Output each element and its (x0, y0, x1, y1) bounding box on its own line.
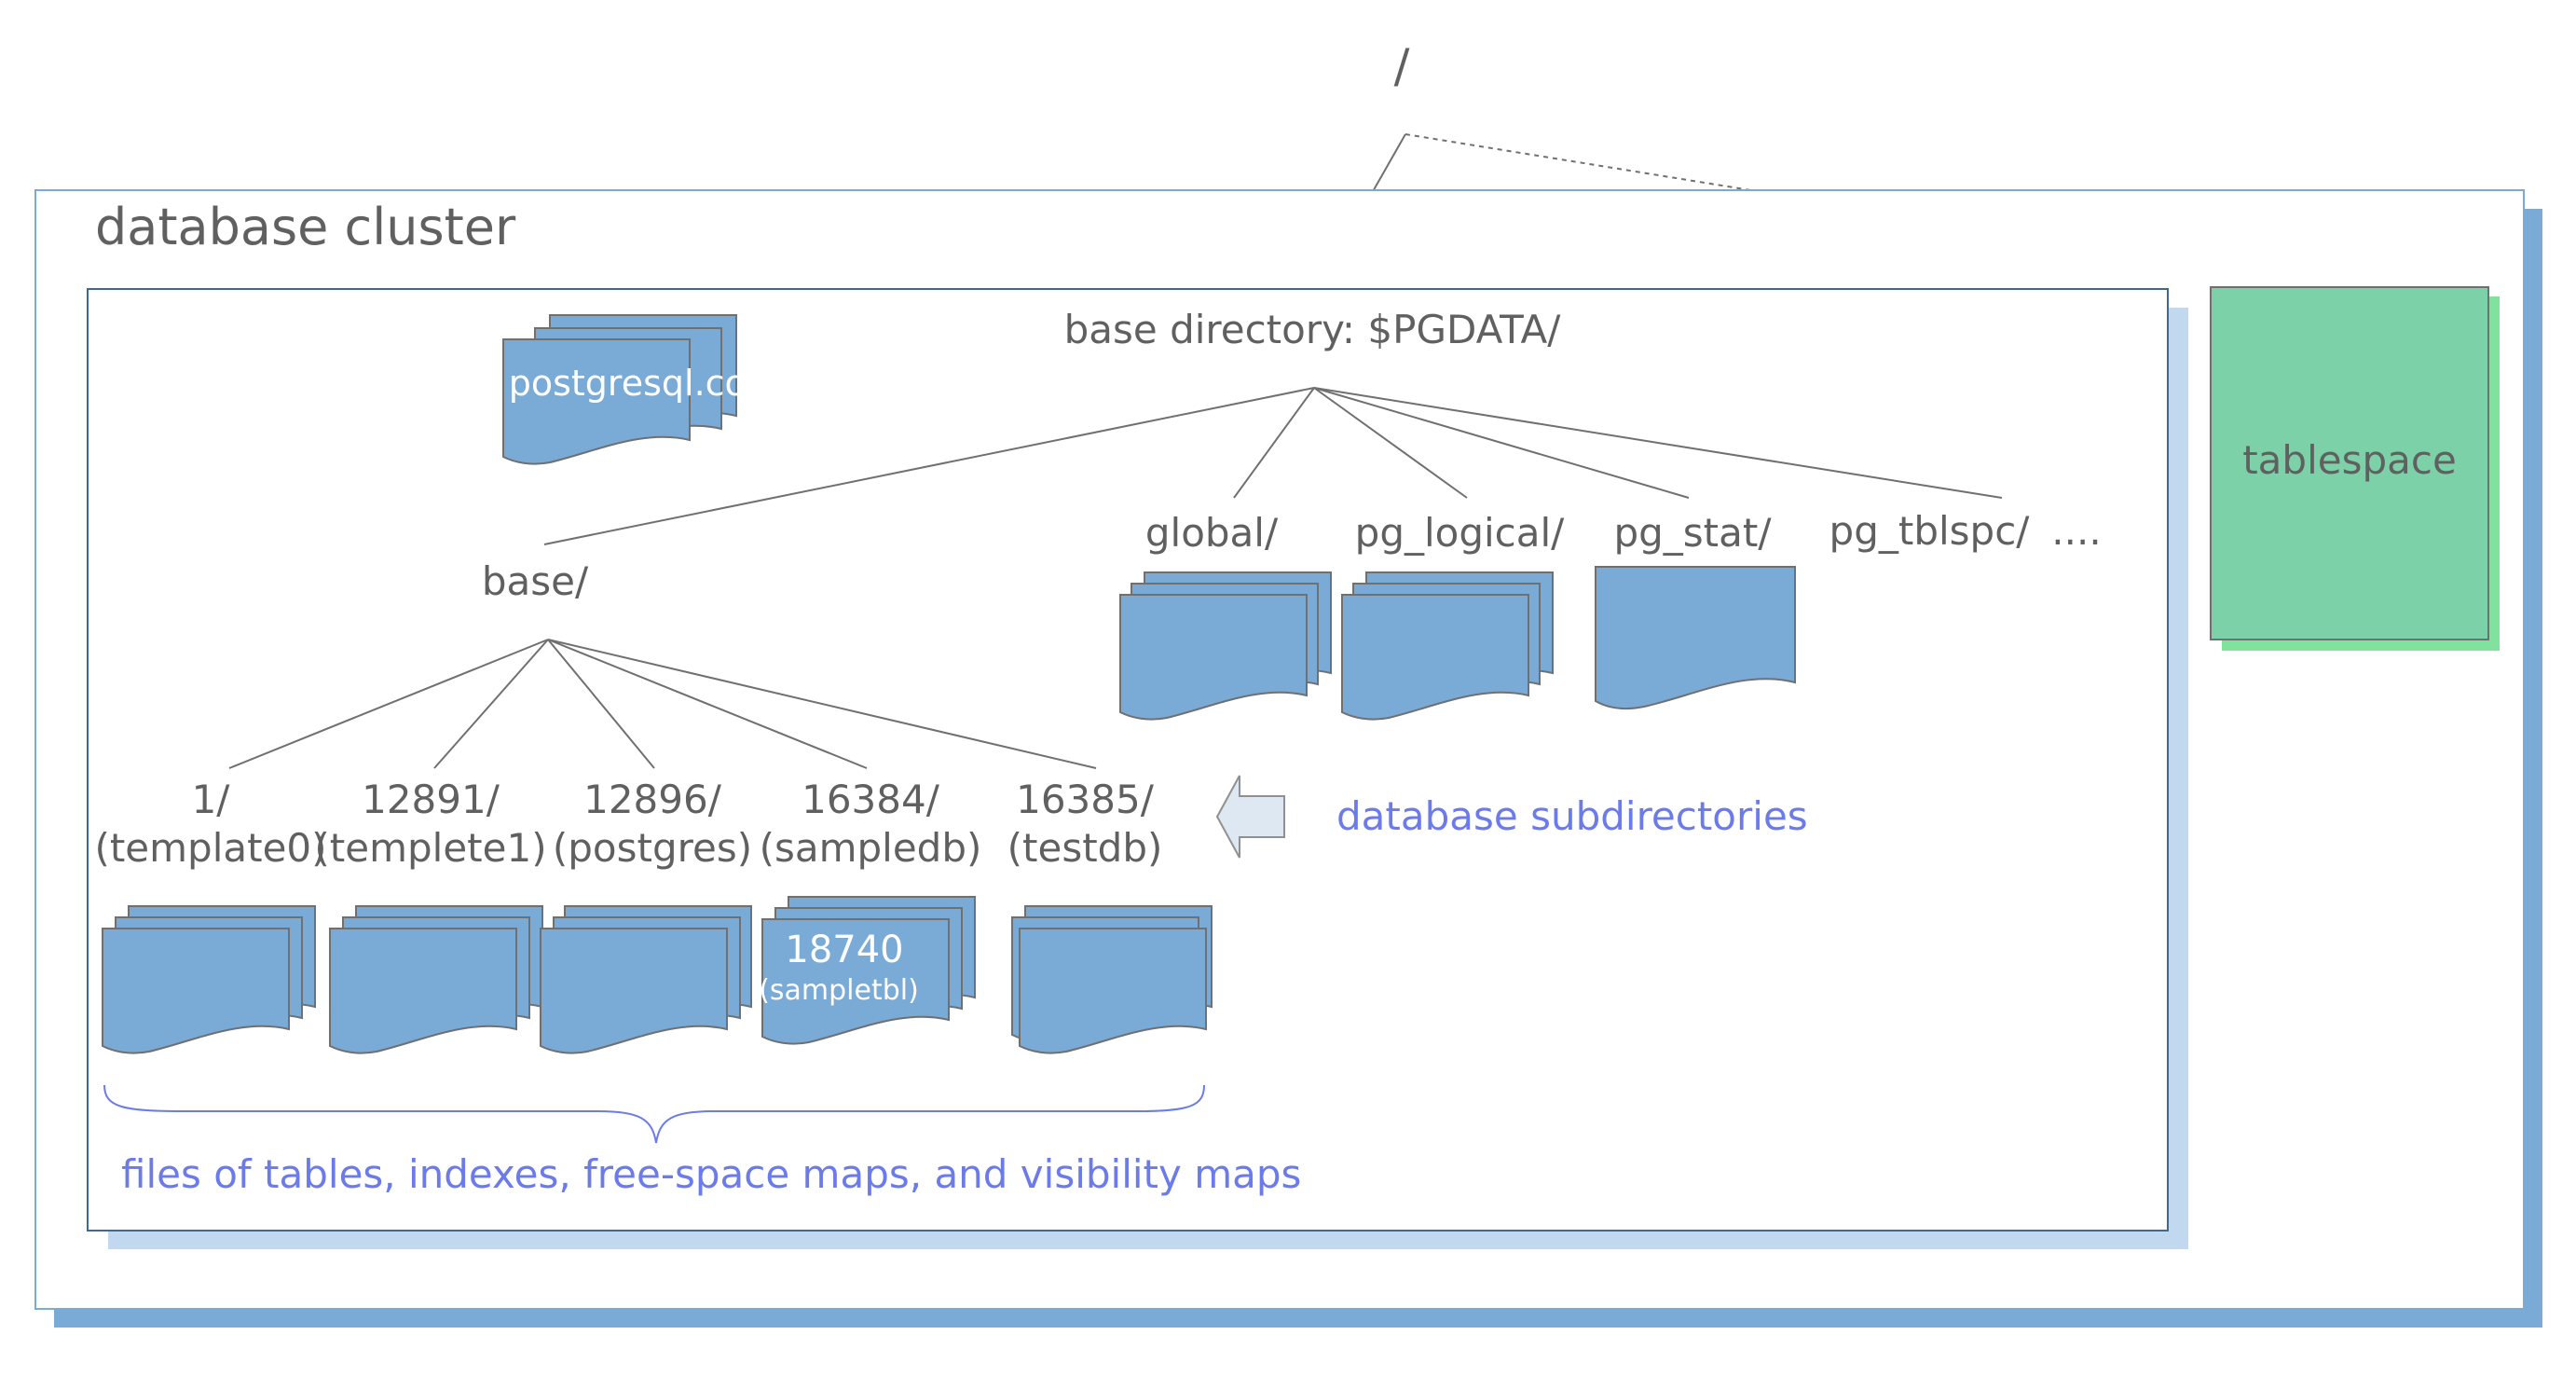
dir-label-pg-logical: pg_logical/ (1355, 510, 1566, 556)
db-name-label: (sampledb) (760, 825, 982, 871)
tree-line-pg-stat (1313, 387, 1690, 499)
tree-line-base (543, 387, 1315, 545)
config-file-label: postgresql.conf (509, 363, 783, 404)
dir-label-pg-tblspc: pg_tblspc/ (1829, 508, 2031, 554)
pg-stat-file (1595, 566, 1796, 709)
tablespace-box (2210, 286, 2489, 640)
db-oid-label: 16384/ (802, 777, 940, 822)
cluster-label: database cluster (95, 198, 516, 256)
dir-label-more: .... (2051, 508, 2101, 554)
db-name-label: (postgres) (553, 825, 752, 871)
tree-line-global (1233, 387, 1315, 499)
dir-label-base: base/ (482, 558, 589, 604)
files-note-label: files of tables, indexes, free-space map… (121, 1151, 1301, 1197)
tree-line-db-1 (228, 639, 549, 769)
dir-label-global: global/ (1145, 510, 1279, 556)
database-subdirectories-label: database subdirectories (1336, 793, 1808, 839)
tree-line-db-5 (547, 639, 1097, 769)
dir-label-pg-stat: pg_stat/ (1613, 510, 1772, 556)
db-name-label: (template0) (94, 825, 326, 871)
pgdata-box (87, 288, 2169, 1232)
root-label: / (1394, 39, 1410, 93)
db-oid-label: 16385/ (1016, 777, 1155, 822)
tree-line-db-3 (547, 639, 655, 769)
tree-line-pg-tblspc (1313, 387, 2003, 499)
db-oid-label: 12891/ (362, 777, 500, 822)
db-name-label: (testdb) (1007, 825, 1163, 871)
db-oid-label: 1/ (192, 777, 231, 822)
tree-line-db-2 (433, 639, 549, 769)
sample-file-oid-label: 18740 (785, 929, 903, 971)
tree-line-pg-logical (1313, 387, 1468, 499)
db-name-label: (templete1) (314, 825, 546, 871)
left-arrow-icon (1215, 775, 1285, 859)
tablespace-label: tablespace (2242, 437, 2457, 483)
base-directory-label: base directory: $PGDATA/ (1064, 307, 1562, 352)
sample-file-name-label: (sampletbl) (759, 974, 919, 1007)
tree-line-db-4 (547, 639, 868, 769)
db-oid-label: 12896/ (583, 777, 722, 822)
files-brace (103, 1084, 1205, 1144)
